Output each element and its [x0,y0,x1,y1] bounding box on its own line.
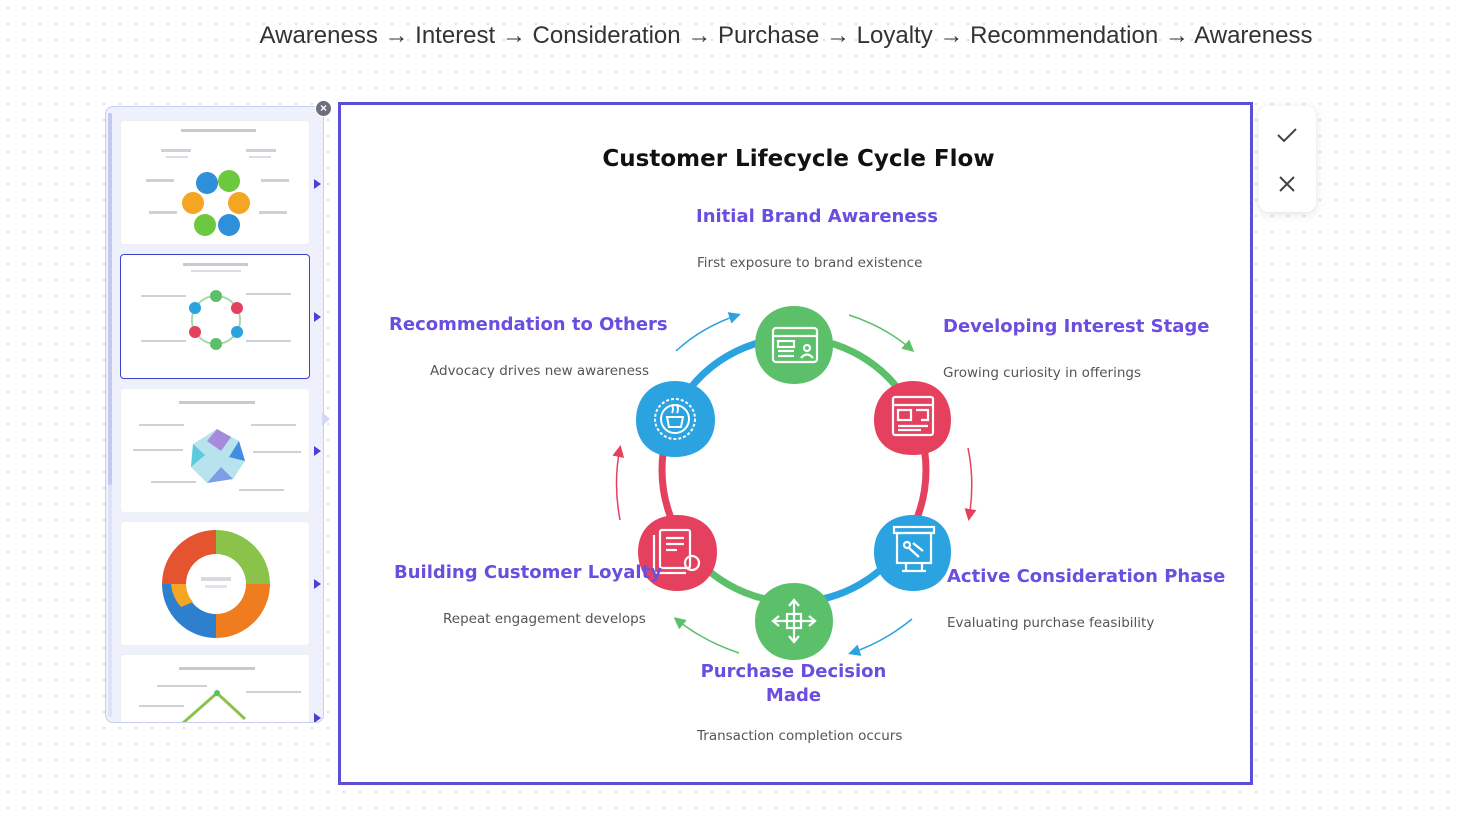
close-icon[interactable] [1275,172,1299,196]
thumbnail-1-arrow-icon [314,179,321,189]
template-thumbnail-4[interactable] [120,521,310,646]
stage-1-desc: First exposure to brand existence [697,255,923,271]
action-panel [1259,106,1316,212]
thumbnail-5-preview [139,667,301,722]
sidebar-scrollbar[interactable] [108,113,112,485]
stage-6-title: Recommendation to Others [389,314,668,335]
thumbnail-4-preview [162,530,270,638]
flow-arrow-5 [612,445,625,521]
stage-node-1 [755,306,833,384]
template-thumbnail-1[interactable] [120,120,310,245]
flow-sequence-text: Awareness → Interest → Consideration → P… [259,22,1313,49]
stage-node-4 [755,583,833,660]
stage-2-desc: Growing curiosity in offerings [943,365,1142,381]
stage-3-title: Active Consideration Phase [947,566,1226,587]
flow-arrow-3 [848,618,913,656]
thumbnail-3-arrow-icon [314,446,321,456]
stage-node-3 [874,515,951,591]
flow-arrow-4 [673,617,740,654]
stage-4-desc: Transaction completion occurs [697,728,903,744]
check-icon[interactable] [1275,123,1299,147]
stage-6-desc: Advocacy drives new awareness [430,363,649,379]
flow-arrow-2 [964,447,977,521]
stage-2-title: Developing Interest Stage [943,316,1210,337]
browser-window-icon [771,326,819,364]
stage-4-title-line2: Made [765,685,822,706]
diagram-canvas[interactable]: Customer Lifecycle Cycle Flow Initial Br… [338,102,1253,785]
stage-4-title-line1: Purchase Decision [700,661,887,682]
sidebar-toggle-notch[interactable] [322,412,330,426]
cycle-diagram [612,306,977,660]
stage-5-desc: Repeat engagement develops [443,611,646,627]
stage-node-5 [638,515,717,591]
template-thumbnail-3[interactable] [120,388,310,513]
coffee-badge-icon [654,398,696,440]
presentation-board-icon [892,525,936,573]
template-thumbnail-5[interactable] [120,654,310,722]
template-sidebar[interactable] [105,106,324,723]
close-sidebar-icon[interactable]: × [315,100,332,117]
flow-arrow-1 [848,314,915,352]
stage-node-2 [874,381,951,455]
thumbnail-2-preview [141,263,291,350]
crossroads-arrows-icon [771,598,817,644]
stage-node-6 [636,381,715,457]
template-thumbnail-2[interactable] [120,254,310,379]
thumbnail-4-arrow-icon [314,579,321,589]
document-badge-icon [652,528,701,575]
diagram-title: Customer Lifecycle Cycle Flow [602,146,995,172]
stage-1-title: Initial Brand Awareness [696,206,938,227]
thumbnail-2-arrow-icon [314,312,321,322]
document-layout-icon [891,395,935,437]
thumbnail-5-arrow-icon [314,713,321,722]
thumbnail-3-preview [133,401,301,491]
stage-3-desc: Evaluating purchase feasibility [947,615,1155,631]
stage-5-title: Building Customer Loyalty [394,562,662,583]
thumbnail-1-preview [146,129,289,236]
flow-arrow-6 [675,312,741,352]
